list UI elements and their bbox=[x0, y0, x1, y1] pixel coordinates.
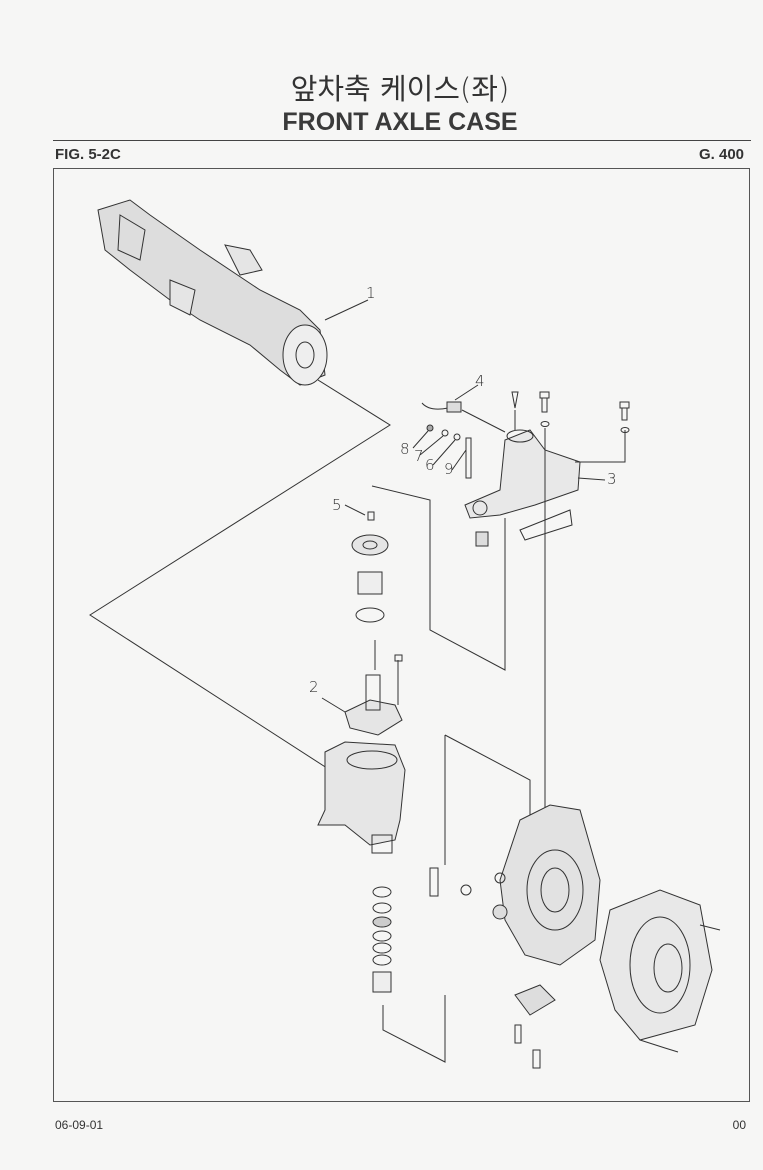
diagram-frame bbox=[53, 168, 750, 1102]
header-rule bbox=[53, 140, 751, 141]
title-korean: 앞차축 케이스(좌) bbox=[290, 72, 510, 106]
footer-date: 06-09-01 bbox=[55, 1118, 104, 1132]
seal-stack bbox=[372, 734, 531, 1063]
title-english: FRONT AXLE CASE bbox=[282, 108, 518, 136]
bolts bbox=[371, 391, 630, 840]
axle-housing bbox=[429, 804, 601, 966]
callout-9: 9 bbox=[444, 460, 454, 478]
callout-1-leader bbox=[324, 299, 369, 321]
callout-3: 3 bbox=[607, 470, 617, 488]
figure-number: FIG. 5-2C bbox=[55, 146, 121, 163]
callout-5: 5 bbox=[332, 496, 342, 514]
bracket-part-3 bbox=[464, 429, 626, 547]
callout-4: 4 bbox=[475, 372, 485, 390]
callout-8: 8 bbox=[400, 440, 410, 458]
axle-assembly bbox=[97, 199, 328, 386]
hub-cover bbox=[599, 889, 721, 1053]
footer-page: 00 bbox=[732, 1118, 746, 1132]
callout-7: 7 bbox=[414, 447, 424, 465]
callout-2: 2 bbox=[309, 678, 319, 696]
knuckle bbox=[317, 741, 406, 854]
callout-6: 6 bbox=[425, 456, 435, 474]
group-number: G. 400 bbox=[698, 146, 744, 163]
assembly-leader-line bbox=[89, 379, 391, 771]
kingpin-part-2 bbox=[321, 654, 403, 736]
callout-1: 1 bbox=[366, 284, 376, 302]
